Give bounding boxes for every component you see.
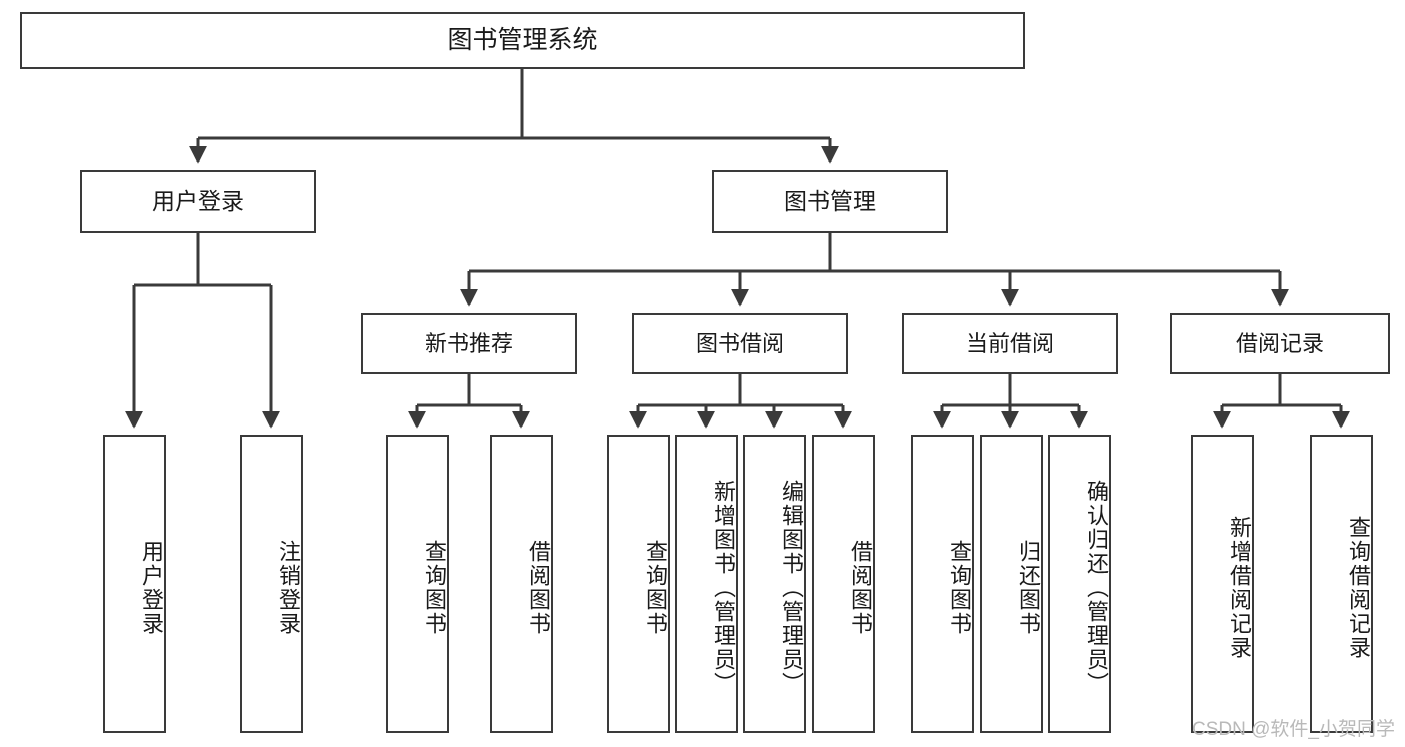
leaf-book-borrow-lend[interactable]: 借阅图书 bbox=[812, 435, 875, 733]
node-book-borrow-label: 图书借阅 bbox=[695, 330, 784, 356]
leaf-book-borrow-query[interactable]: 查询图书 bbox=[607, 435, 670, 733]
leaf-label: 新增图书（管理员） bbox=[711, 480, 736, 696]
node-root[interactable]: 图书管理系统 bbox=[20, 12, 1025, 69]
node-user-login-label: 用户登录 bbox=[152, 187, 244, 214]
leaf-label: 归还图书 bbox=[1016, 540, 1041, 636]
leaf-label: 查询借阅记录 bbox=[1346, 516, 1371, 660]
watermark: CSDN @软件_小贺同学 bbox=[1192, 719, 1395, 740]
leaf-user-login-signout[interactable]: 注销登录 bbox=[240, 435, 303, 733]
leaf-current-borrow-confirm-return[interactable]: 确认归还（管理员） bbox=[1048, 435, 1111, 733]
node-book-borrow[interactable]: 图书借阅 bbox=[632, 313, 848, 374]
node-borrow-records[interactable]: 借阅记录 bbox=[1170, 313, 1390, 374]
leaf-book-borrow-add[interactable]: 新增图书（管理员） bbox=[675, 435, 738, 733]
leaf-label: 确认归还（管理员） bbox=[1084, 480, 1109, 696]
leaf-label: 编辑图书（管理员） bbox=[779, 480, 804, 696]
leaf-label: 借阅图书 bbox=[526, 540, 551, 636]
leaf-label: 注销登录 bbox=[276, 540, 301, 636]
leaf-label: 新增借阅记录 bbox=[1227, 516, 1252, 660]
node-book-manage[interactable]: 图书管理 bbox=[712, 170, 948, 233]
node-user-login[interactable]: 用户登录 bbox=[80, 170, 316, 233]
node-new-book-recommend-label: 新书推荐 bbox=[424, 330, 513, 356]
node-current-borrow-label: 当前借阅 bbox=[965, 330, 1054, 356]
node-new-book-recommend[interactable]: 新书推荐 bbox=[361, 313, 577, 374]
leaf-current-borrow-return[interactable]: 归还图书 bbox=[980, 435, 1043, 733]
leaf-records-query[interactable]: 查询借阅记录 bbox=[1310, 435, 1373, 733]
node-root-label: 图书管理系统 bbox=[447, 25, 598, 54]
node-book-manage-label: 图书管理 bbox=[784, 187, 876, 214]
leaf-label: 查询图书 bbox=[947, 540, 972, 636]
leaf-current-borrow-query[interactable]: 查询图书 bbox=[911, 435, 974, 733]
leaf-new-book-query[interactable]: 查询图书 bbox=[386, 435, 449, 733]
leaf-label: 查询图书 bbox=[643, 540, 668, 636]
node-current-borrow[interactable]: 当前借阅 bbox=[902, 313, 1118, 374]
leaf-label: 借阅图书 bbox=[848, 540, 873, 636]
leaf-records-add[interactable]: 新增借阅记录 bbox=[1191, 435, 1254, 733]
leaf-user-login-signin[interactable]: 用户登录 bbox=[103, 435, 166, 733]
leaf-book-borrow-edit[interactable]: 编辑图书（管理员） bbox=[743, 435, 806, 733]
leaf-new-book-borrow[interactable]: 借阅图书 bbox=[490, 435, 553, 733]
leaf-label: 用户登录 bbox=[139, 540, 164, 636]
leaf-label: 查询图书 bbox=[422, 540, 447, 636]
node-borrow-records-label: 借阅记录 bbox=[1235, 330, 1324, 356]
